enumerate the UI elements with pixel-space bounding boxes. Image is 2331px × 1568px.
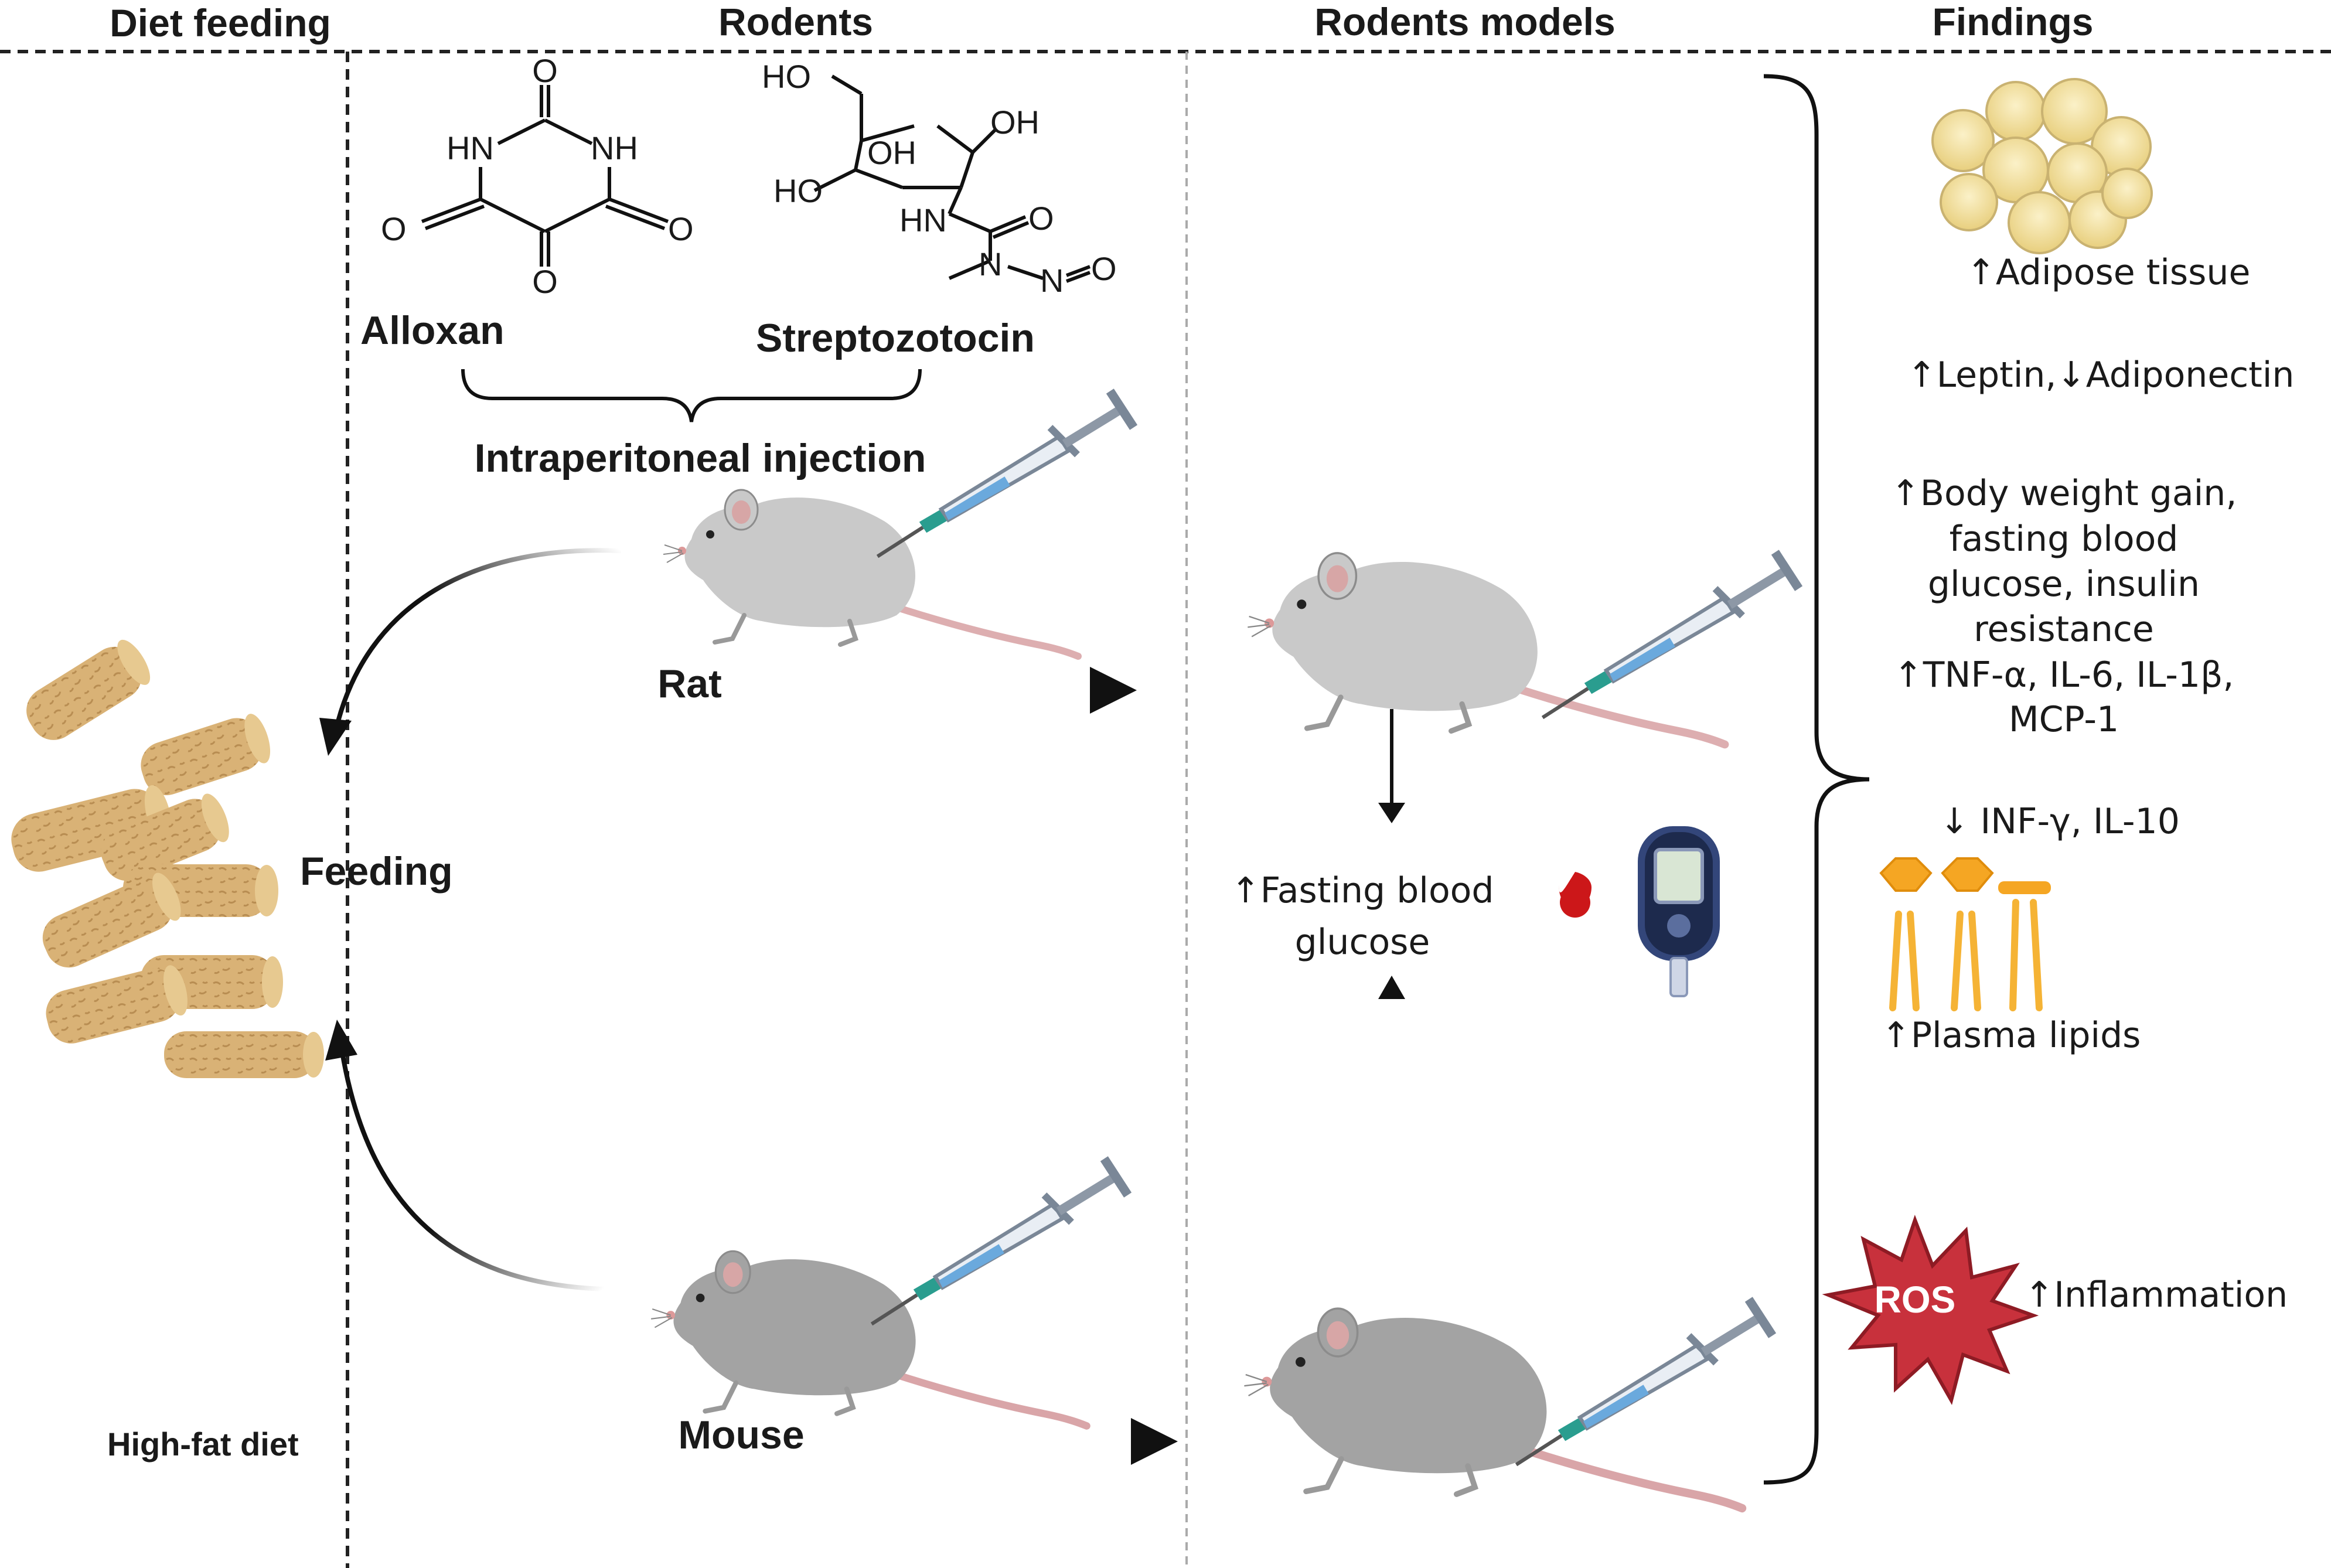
finding-cytokines-down: ↓ INF-γ, IL-10 xyxy=(1940,801,2180,842)
streptozotocin-structure-icon: HO OH OH HO HN O N N O xyxy=(762,58,1117,299)
blood-drop-shape xyxy=(1560,873,1590,918)
curly-brace-icon xyxy=(1763,74,1870,1485)
alloxan-atom-o-right: O xyxy=(668,210,694,247)
stz-atom-o-amide: O xyxy=(1028,200,1054,237)
streptozotocin-label: Streptozotocin xyxy=(756,316,1035,360)
finding-body-weight-1: ↑Body weight gain, xyxy=(1891,473,2237,514)
syringe-icon xyxy=(872,1159,1128,1324)
feeding-arc-mouse xyxy=(338,1037,604,1291)
alloxan-structure-icon: O HN NH O O O xyxy=(381,52,694,300)
model-mouse-up-arrowhead xyxy=(1378,976,1405,999)
adipocytes-icon xyxy=(1931,78,2153,254)
alloxan-atom-o-left: O xyxy=(381,210,407,247)
glucometer-icon xyxy=(1638,826,1720,997)
header-findings: Findings xyxy=(1933,0,2094,43)
finding-inflammation: ↑Inflammation xyxy=(2025,1274,2288,1315)
stz-atom-ho-left: HO xyxy=(773,172,823,209)
finding-cytokines-up-2: MCP-1 xyxy=(2009,699,2119,740)
stz-atom-o-nitroso: O xyxy=(1091,250,1117,287)
feeding-arc-rat-arrowhead xyxy=(319,718,352,756)
finding-plasma-lipids: ↑Plasma lipids xyxy=(1882,1015,2141,1056)
model-rat-down-arrowhead xyxy=(1378,803,1405,823)
finding-adipose: ↑Adipose tissue xyxy=(1967,252,2251,293)
fasting-glucose-line2: glucose xyxy=(1295,922,1430,963)
alloxan-atom-o-top: O xyxy=(532,52,558,89)
alloxan-atom-o-bottom: O xyxy=(532,263,558,300)
mouse-icon xyxy=(651,1251,1086,1426)
header-rodents: Rodents xyxy=(718,0,873,43)
stz-atom-hn: HN xyxy=(899,202,947,238)
header-diet-feeding: Diet feeding xyxy=(110,1,331,45)
chow-pellets-icon xyxy=(11,639,324,1078)
stz-atom-oh-ring: OH xyxy=(990,104,1040,141)
stz-atom-ho-top: HO xyxy=(762,58,811,95)
syringe-icon xyxy=(1543,553,1799,718)
fasting-glucose-line1: ↑Fasting blood xyxy=(1231,870,1494,911)
feeding-label: Feeding xyxy=(300,849,453,894)
syringe-icon xyxy=(1516,1300,1773,1465)
alloxan-atom-hn: HN xyxy=(447,129,494,166)
model-mouse-icon xyxy=(1244,1308,1742,1508)
ros-label: ROS xyxy=(1875,1279,1956,1321)
finding-leptin: ↑Leptin,↓Adiponectin xyxy=(1907,354,2295,396)
mouse-to-model-arrowhead xyxy=(1131,1418,1178,1465)
lipid-molecules-icon xyxy=(1879,857,2051,1011)
mouse-label: Mouse xyxy=(678,1413,804,1457)
ros-burst-icon: ROS xyxy=(1822,1215,2039,1405)
stz-atom-oh-inner: OH xyxy=(867,134,916,171)
injection-brace xyxy=(461,369,922,422)
alloxan-label: Alloxan xyxy=(360,308,505,353)
high-fat-diet-label: High-fat diet xyxy=(107,1426,299,1463)
finding-body-weight-2: fasting blood xyxy=(1950,519,2179,560)
feeding-arc-rat xyxy=(332,548,622,739)
injection-route-label: Intraperitoneal injection xyxy=(475,436,926,480)
feeding-arc-mouse-arrowhead xyxy=(325,1020,357,1061)
rat-to-model-arrowhead xyxy=(1090,667,1137,714)
stz-atom-n: N xyxy=(979,246,1002,282)
stz-atom-n-nitroso: N xyxy=(1040,262,1064,299)
rat-icon xyxy=(663,490,1078,656)
finding-body-weight-4: resistance xyxy=(1974,609,2154,650)
finding-cytokines-up-1: ↑TNF-α, IL-6, IL-1β, xyxy=(1894,655,2234,696)
rat-label: Rat xyxy=(657,662,722,706)
header-rodents-models: Rodents models xyxy=(1314,0,1615,43)
alloxan-atom-nh: NH xyxy=(591,129,638,166)
finding-body-weight-3: glucose, insulin xyxy=(1928,564,2200,605)
